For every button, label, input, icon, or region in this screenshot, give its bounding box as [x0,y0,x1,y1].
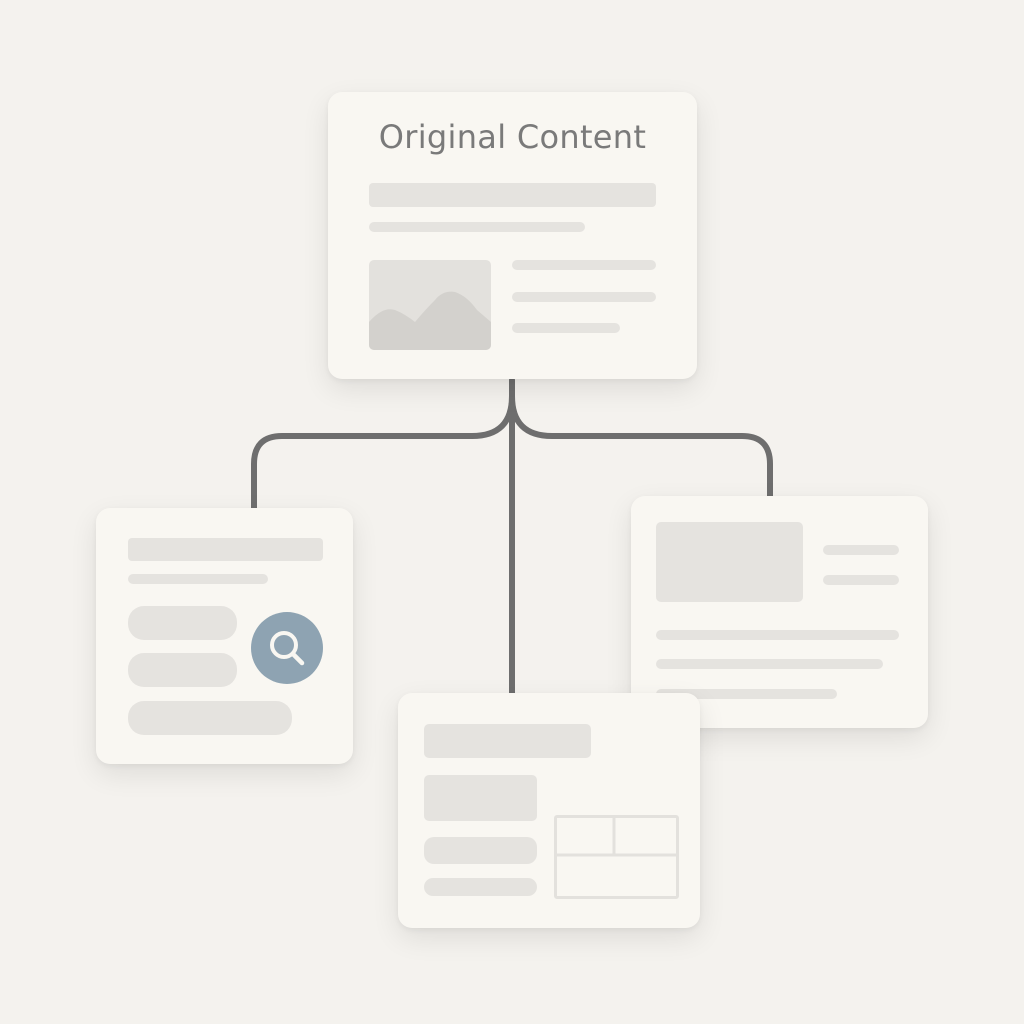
search-icon [251,612,323,684]
text-line-placeholder [656,630,899,640]
subheading-placeholder [128,574,268,584]
connector-right-branch [509,393,773,499]
pill-placeholder [424,837,537,864]
pill-placeholder [128,653,237,687]
pill-placeholder [128,701,292,735]
heading-placeholder [128,538,323,561]
layout-variant-card [398,693,700,928]
connector-trunk [469,377,515,439]
original-content-card: Original Content [328,92,697,379]
text-line-placeholder [512,323,620,333]
heading-placeholder [424,724,591,758]
block-placeholder [424,775,537,821]
text-line-placeholder [656,659,883,669]
connector-to-left [251,433,475,511]
grid-layout-icon [554,815,679,899]
text-line-placeholder [512,260,656,270]
subheading-placeholder [369,222,585,232]
pill-placeholder [424,878,537,896]
original-content-title: Original Content [378,118,647,156]
text-line-placeholder [512,292,656,302]
image-placeholder-icon [369,260,491,350]
article-variant-card [631,496,928,728]
image-placeholder-icon [656,522,803,602]
text-line-placeholder [823,575,899,585]
heading-placeholder [369,183,656,207]
text-line-placeholder [823,545,899,555]
pill-placeholder [128,606,237,640]
search-variant-card [96,508,353,764]
text-line-placeholder [656,689,837,699]
